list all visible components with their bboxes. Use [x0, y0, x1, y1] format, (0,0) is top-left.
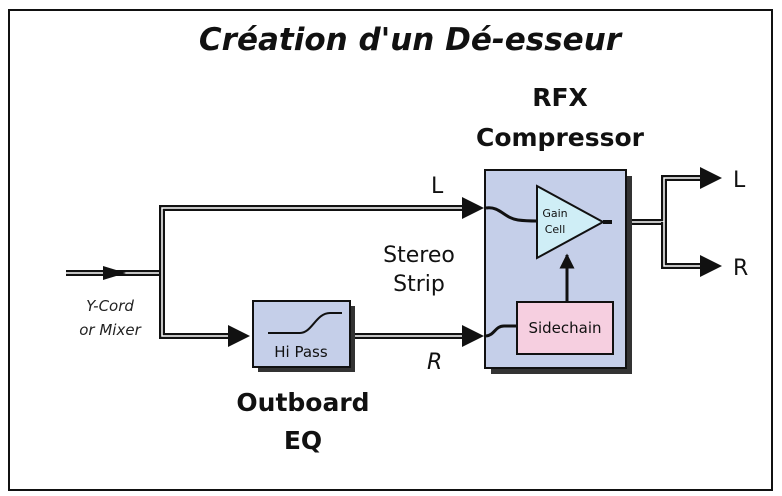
output-wire	[612, 175, 700, 269]
eq-input-wire	[159, 273, 228, 339]
outboard-heading-line1: Outboard	[236, 388, 369, 417]
gain-cell-label-line2: Cell	[545, 223, 566, 236]
diagram-frame	[8, 9, 773, 491]
right-output-label: R	[733, 256, 748, 281]
left-inner-path	[485, 206, 538, 223]
right-inner-path	[485, 324, 516, 338]
high-pass-curve-icon	[268, 312, 342, 334]
input-source-line1: Y-Cord	[86, 297, 134, 315]
left-channel-arrow	[462, 197, 484, 219]
outboard-heading-line2: EQ	[284, 426, 322, 455]
right-channel-arrow	[462, 325, 484, 347]
eq-input-arrow	[228, 325, 250, 347]
right-output-arrow	[700, 255, 722, 277]
right-input-label: R	[427, 350, 442, 375]
diagram-title: Création d'un Dé-esseur	[199, 22, 623, 58]
sidechain-label: Sidechain	[528, 319, 601, 337]
left-input-label: L	[431, 174, 444, 199]
sidechain-box	[516, 301, 614, 355]
left-output-label: L	[733, 168, 746, 193]
input-source-line2: or Mixer	[79, 321, 141, 339]
gain-cell-label-line1: Gain	[542, 207, 567, 220]
compressor-heading-line1: RFX	[532, 83, 588, 112]
hi-pass-label: Hi Pass	[274, 343, 328, 361]
left-channel-wire	[159, 205, 462, 273]
outboard-eq-box: Hi Pass	[252, 300, 355, 372]
left-output-arrow	[700, 167, 722, 189]
stereo-strip-line2: Strip	[393, 272, 445, 297]
stereo-strip-line1: Stereo	[383, 243, 455, 268]
input-arrow	[103, 266, 126, 280]
gain-cell	[536, 184, 606, 260]
compressor-heading-line2: Compressor	[476, 123, 645, 152]
